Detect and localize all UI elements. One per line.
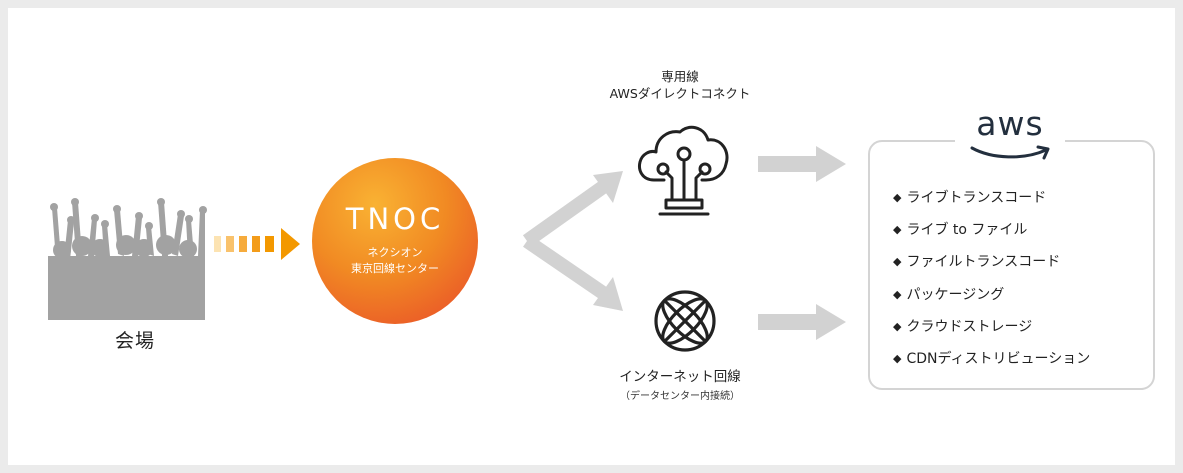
branch-arrows: [522, 171, 623, 311]
direct-connect-title: AWSダイレクトコネクト: [609, 86, 751, 101]
diamond-bullet-icon: ◆: [893, 223, 902, 237]
service-label: ライブトランスコード: [906, 190, 1047, 206]
service-item: ◆ ライブ to ファイル: [893, 219, 1090, 251]
diamond-bullet-icon: ◆: [893, 287, 902, 301]
dedicated-line-label: 専用線 AWSダイレクトコネクト: [580, 68, 780, 102]
aws-service-list: ◆ ライブトランスコード ◆ ライブ to ファイル ◆ ファイルトランスコード ◆ パ…: [893, 187, 1090, 380]
service-item: ◆ ファイルトランスコード: [893, 251, 1090, 283]
aws-logo-text: aws: [976, 104, 1044, 143]
aws-services-box: [868, 140, 1155, 390]
service-item: ◆ クラウドストレージ: [893, 316, 1090, 348]
globe-icon: [654, 290, 716, 352]
internet-arrow: [758, 304, 846, 340]
service-label: クラウドストレージ: [906, 318, 1033, 335]
service-label: CDNディストリビューション: [906, 350, 1091, 367]
tnoc-subtitle-line2: 東京回線センター: [351, 262, 439, 275]
diamond-bullet-icon: ◆: [893, 319, 902, 333]
internet-line-label: インターネット回線: [619, 369, 741, 385]
tnoc-title: TNOC: [345, 202, 445, 236]
aws-smile-icon: [970, 145, 1050, 160]
service-label: ライブ to ファイル: [906, 222, 1028, 239]
tnoc-subtitle-line1: ネクシオン: [367, 246, 423, 259]
cloud-circuit-icon: [638, 125, 729, 216]
service-item: ◆ ライブトランスコード: [893, 187, 1090, 219]
diamond-bullet-icon: ◆: [893, 351, 902, 365]
crowd-icon: [48, 198, 207, 320]
tnoc-node: TNOC ネクシオン 東京回線センター: [312, 158, 478, 324]
service-label: ファイルトランスコード: [906, 254, 1061, 271]
diamond-bullet-icon: ◆: [893, 255, 902, 269]
internet-line-sublabel: （データセンター内接続）: [620, 391, 740, 402]
service-label: パッケージング: [906, 286, 1005, 303]
service-item: ◆ パッケージング: [893, 284, 1090, 316]
dedicated-line-title: 専用線: [661, 69, 699, 84]
venue-label: 会場: [114, 330, 155, 352]
venue-to-tnoc-arrow: [214, 228, 300, 260]
direct-connect-arrow: [758, 146, 846, 182]
diamond-bullet-icon: ◆: [893, 191, 902, 204]
service-item: ◆ CDNディストリビューション: [893, 348, 1090, 380]
